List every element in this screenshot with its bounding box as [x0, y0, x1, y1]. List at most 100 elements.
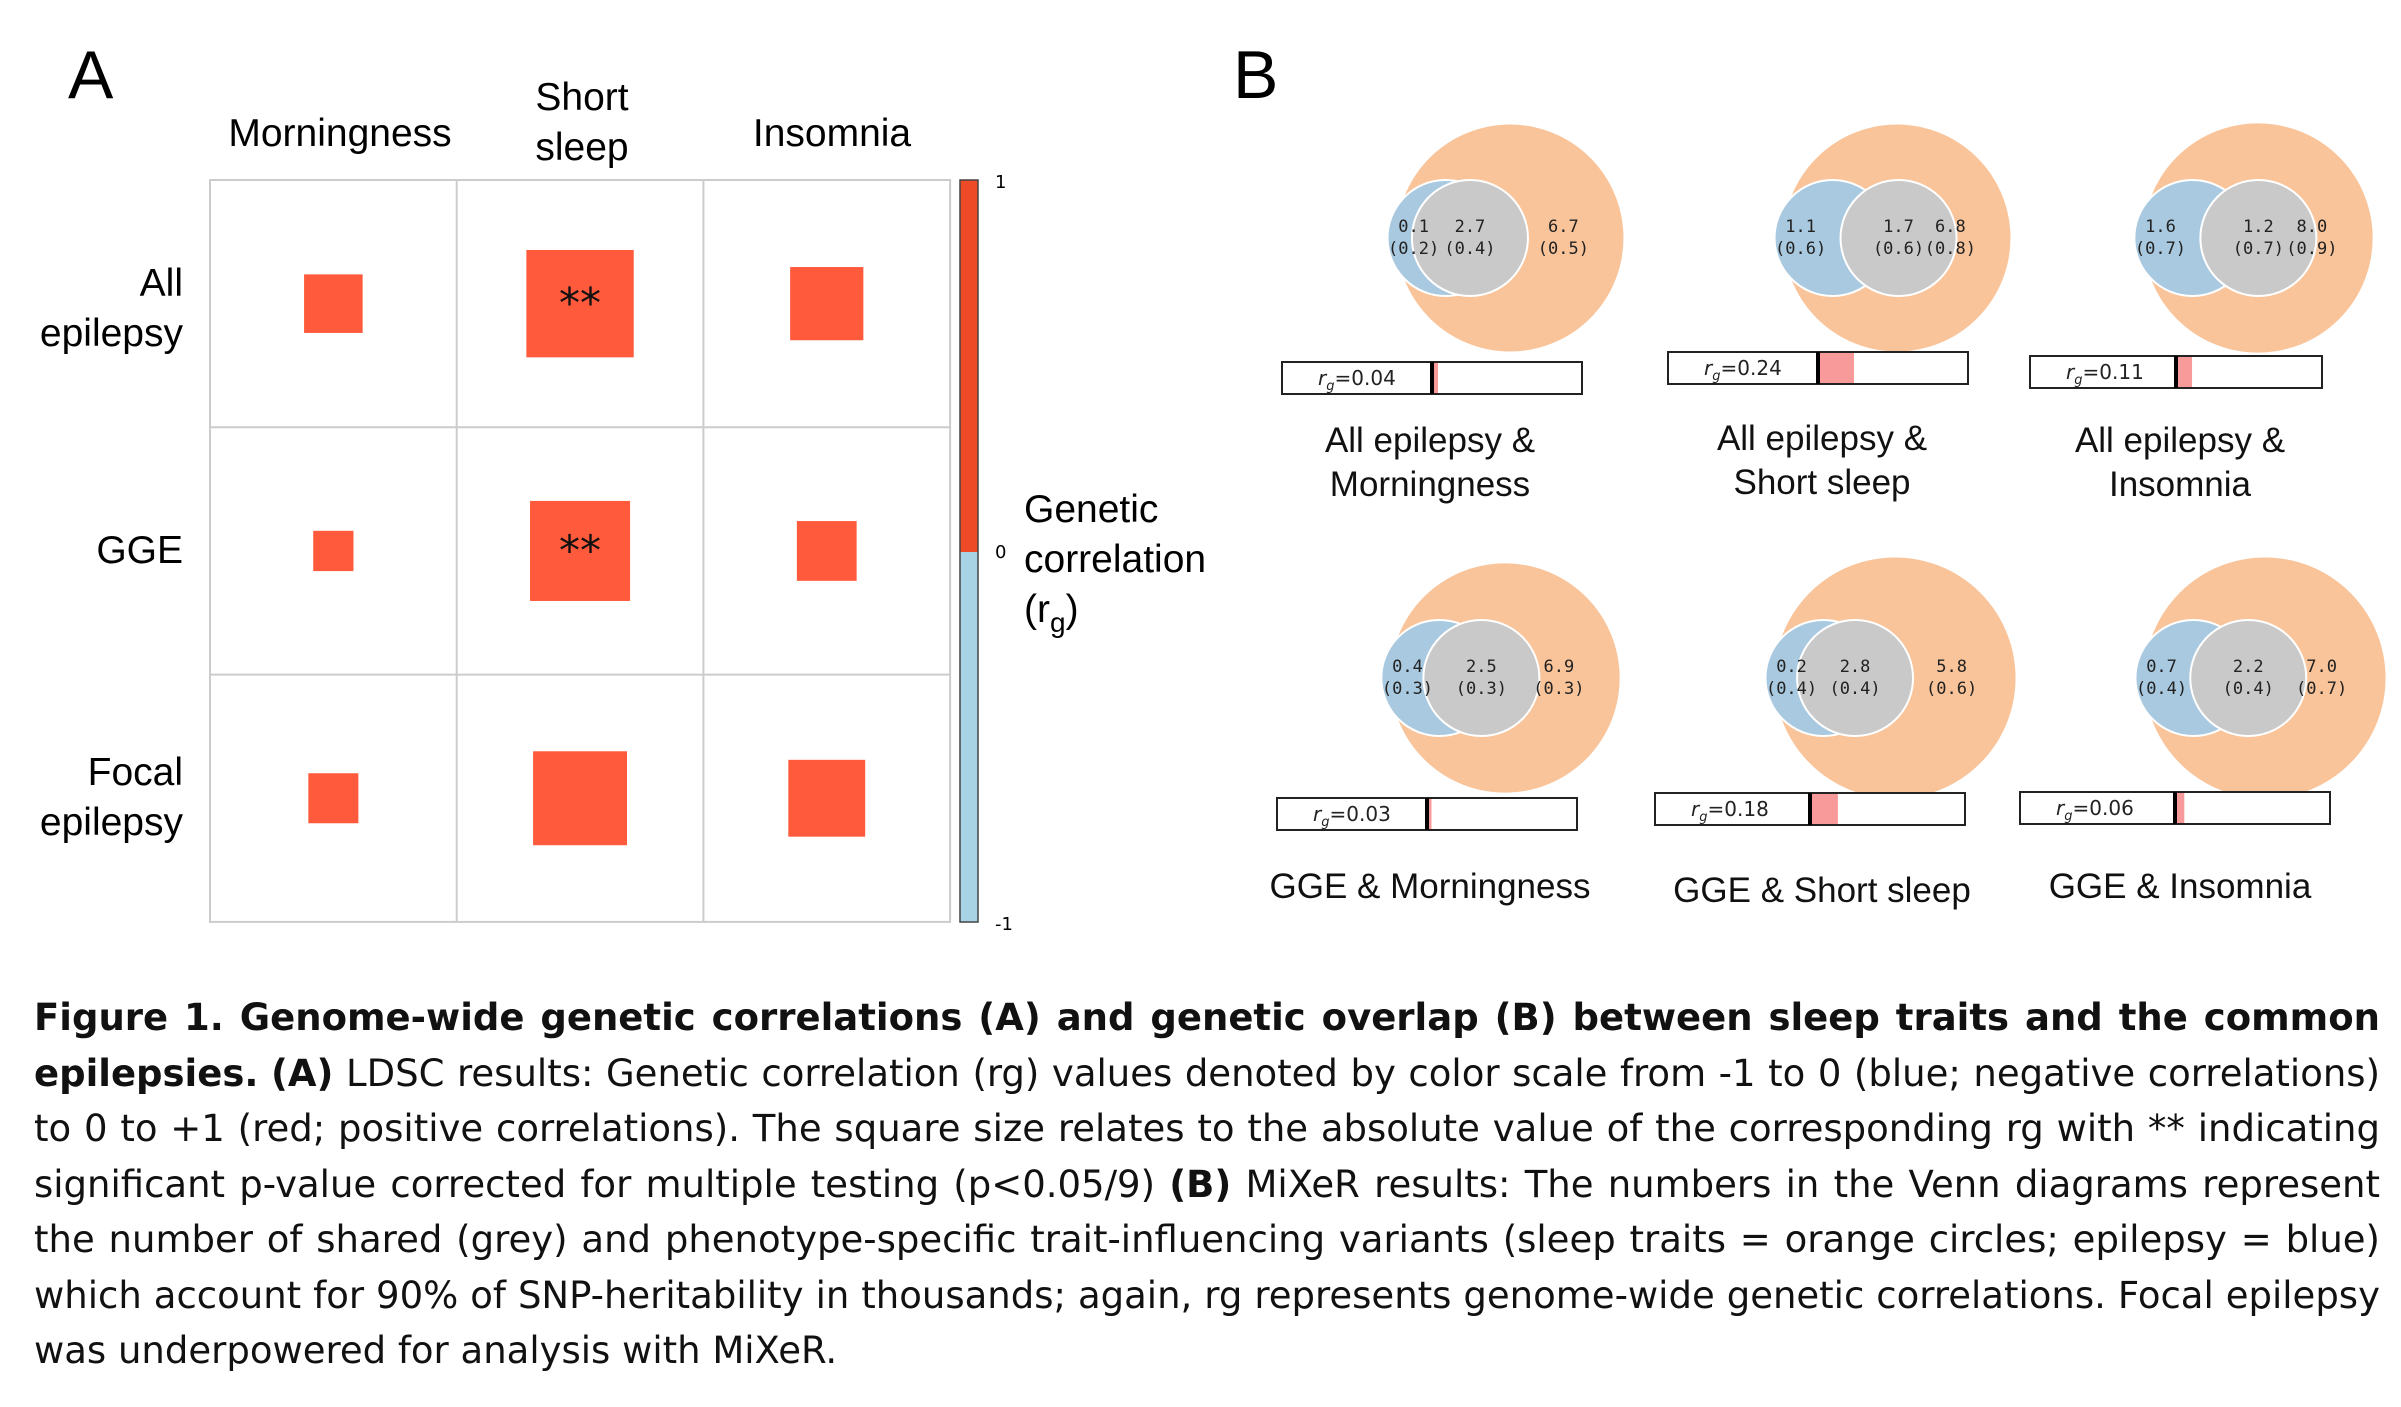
rg-label: rg=0.04 — [1318, 366, 1396, 394]
venn-title-line1: All epilepsy & — [2075, 421, 2285, 460]
rg-label: rg=0.11 — [2066, 360, 2144, 388]
epilepsy-specific-value: 0.7 — [2146, 657, 2177, 677]
shared-value: 2.5 — [1466, 657, 1497, 677]
venn-title-line1: GGE & Morningness — [1270, 867, 1591, 906]
col-header-morningness: Morningness — [228, 112, 451, 155]
shared-value: 2.7 — [1455, 217, 1486, 237]
correlation-square — [308, 773, 359, 824]
correlation-grid — [209, 179, 952, 923]
correlation-square — [313, 530, 354, 572]
shared-value: 1.2 — [2243, 217, 2274, 237]
sleep-specific-value: 6.8 — [1935, 217, 1966, 237]
epilepsy-specific-sd: (0.2) — [1388, 239, 1439, 259]
rg-label: rg=0.06 — [2056, 796, 2134, 824]
shared-area — [1422, 619, 1541, 737]
epilepsy-specific-sd: (0.7) — [2135, 239, 2186, 259]
shared-value: 2.2 — [2233, 657, 2264, 677]
col-header-short-sleep-line2: sleep — [535, 126, 628, 169]
sleep-specific-sd: (0.8) — [1925, 239, 1976, 259]
rg-label: rg=0.18 — [1691, 797, 1769, 825]
sleep-specific-sd: (0.3) — [1533, 679, 1584, 699]
colorbar-tick-max: 1 — [995, 172, 1006, 193]
correlation-square — [796, 521, 857, 581]
venn-title-line2: Short sleep — [1733, 463, 1910, 502]
shared-sd: (0.4) — [2223, 679, 2274, 699]
venn-title-line1: GGE & Short sleep — [1673, 871, 1971, 910]
figure-caption: Figure 1. Genome-wide genetic correlatio… — [34, 990, 2380, 1379]
sleep-specific-sd: (0.7) — [2296, 679, 2347, 699]
panel-b-label: B — [1233, 37, 1278, 113]
shared-sd: (0.4) — [1829, 679, 1880, 699]
venn-title-line1: All epilepsy & — [1717, 419, 1927, 458]
correlation-square — [533, 751, 628, 846]
caption-part-b-label: (B) — [1169, 1162, 1232, 1206]
colorbar-tick-min: -1 — [995, 914, 1013, 935]
venn-title-line2: Insomnia — [2109, 465, 2252, 504]
epilepsy-specific-sd: (0.4) — [2136, 679, 2187, 699]
col-header-insomnia: Insomnia — [753, 112, 912, 155]
rg-bar-fill — [1810, 794, 1838, 824]
sleep-specific-value: 8.0 — [2297, 217, 2328, 237]
sleep-specific-value: 7.0 — [2306, 657, 2337, 677]
shared-area — [1410, 179, 1529, 297]
panel-a-label: A — [68, 37, 114, 113]
shared-value: 2.8 — [1840, 657, 1871, 677]
correlation-square — [530, 500, 631, 601]
shared-area — [1796, 619, 1915, 737]
correlation-square — [304, 274, 363, 333]
colorbar-title-line1: Genetic — [1024, 488, 1158, 531]
caption-part-a-text: LDSC results: Genetic correlation (rg) v… — [34, 1051, 2381, 1206]
shared-sd: (0.4) — [1444, 239, 1495, 259]
venn-title-line1: GGE & Insomnia — [2049, 867, 2312, 906]
rg-bar-fill — [2176, 357, 2193, 387]
colorbar-positive — [960, 180, 978, 552]
sleep-specific-value: 6.7 — [1548, 217, 1579, 237]
epilepsy-specific-value: 1.1 — [1785, 217, 1816, 237]
figure-graphic: A Morningness Short sleep Insomnia All e… — [40, 37, 2388, 935]
rg-label: rg=0.24 — [1704, 356, 1782, 384]
epilepsy-specific-sd: (0.4) — [1766, 679, 1817, 699]
row-label-gge: GGE — [96, 529, 183, 572]
col-header-short-sleep-line1: Short — [535, 76, 628, 119]
shared-sd: (0.7) — [2233, 239, 2284, 259]
colorbar-title-line2: correlation — [1024, 538, 1206, 581]
sleep-specific-sd: (0.6) — [1926, 679, 1977, 699]
rg-bar-fill — [1818, 353, 1854, 383]
rg-bar-fill — [2175, 793, 2185, 823]
sleep-specific-value: 5.8 — [1936, 657, 1967, 677]
caption-part-a-label: (A) — [270, 1051, 334, 1095]
row-label-focal-epilepsy-line2: epilepsy — [40, 801, 184, 844]
sleep-specific-value: 6.9 — [1544, 657, 1575, 677]
shared-area — [2189, 619, 2308, 737]
epilepsy-specific-sd: (0.3) — [1382, 679, 1433, 699]
epilepsy-specific-value: 0.2 — [1776, 657, 1807, 677]
colorbar-title-line3: (rg) — [1024, 588, 1079, 638]
caption-part-b-text: MiXeR results: The numbers in the Venn d… — [34, 1162, 2380, 1373]
correlation-square — [790, 267, 864, 341]
grid-frame — [209, 179, 952, 923]
venn-title-line1: All epilepsy & — [1325, 421, 1535, 460]
rg-bar-fill — [1427, 799, 1432, 829]
correlation-square — [526, 249, 634, 358]
shared-sd: (0.6) — [1873, 239, 1924, 259]
row-label-focal-epilepsy-line1: Focal — [88, 751, 183, 794]
epilepsy-specific-value: 0.1 — [1398, 217, 1429, 237]
row-label-all-epilepsy-line2: epilepsy — [40, 312, 184, 355]
shared-value: 1.7 — [1883, 217, 1914, 237]
correlation-square — [788, 759, 866, 837]
colorbar-negative — [960, 552, 978, 922]
colorbar-frame — [959, 179, 979, 923]
epilepsy-specific-value: 1.6 — [2145, 217, 2176, 237]
rg-bar-fill — [1432, 363, 1438, 393]
sleep-specific-sd: (0.9) — [2286, 239, 2337, 259]
rg-label: rg=0.03 — [1313, 802, 1391, 830]
venn-title-line2: Morningness — [1330, 465, 1530, 504]
epilepsy-specific-value: 0.4 — [1392, 657, 1423, 677]
significance-marker: ** — [559, 526, 601, 575]
